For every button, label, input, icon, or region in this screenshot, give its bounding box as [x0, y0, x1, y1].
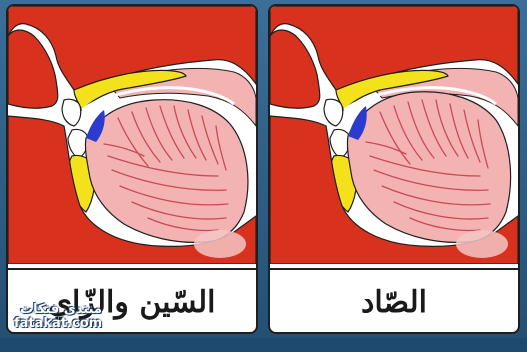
watermark-latin: fatakat.com [14, 317, 102, 331]
panel-saad: الصّاد [268, 4, 520, 334]
upper-incisor [62, 99, 81, 126]
caption-saad: الصّاد [270, 274, 518, 330]
mouth-diagram-saad [270, 6, 518, 264]
throat-area [194, 230, 246, 258]
caption-divider [8, 268, 256, 270]
panel-seen-zay: السّين والزّاي [6, 4, 258, 334]
bottom-strip [0, 338, 527, 352]
watermark: منتدى فتكات fatakat.com [14, 303, 102, 331]
mouth-diagram-seen-zay [8, 6, 256, 264]
upper-incisor [324, 99, 343, 126]
tongue [347, 92, 510, 243]
watermark-arabic: منتدى فتكات [14, 303, 102, 317]
throat-area [456, 230, 508, 258]
caption-divider [270, 268, 518, 270]
